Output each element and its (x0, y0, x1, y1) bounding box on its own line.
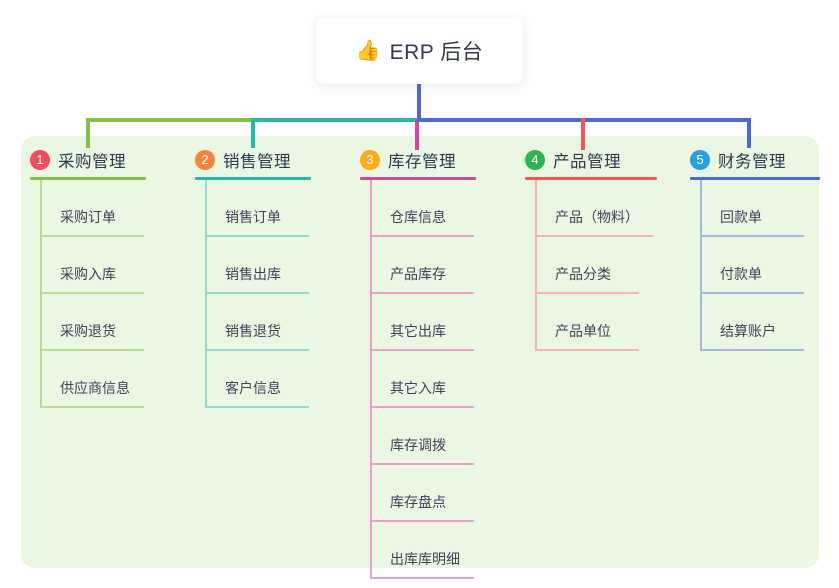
branch-underline (360, 177, 476, 180)
branch-number-badge: 1 (30, 150, 50, 170)
child-node[interactable]: 采购订单 (42, 180, 144, 237)
child-node[interactable]: 库存盘点 (372, 465, 474, 522)
connector-branch1-drop (86, 118, 90, 148)
branch-sales: 2 销售管理 销售订单 销售出库 销售退货 客户信息 (195, 148, 359, 408)
child-node[interactable]: 采购入库 (42, 237, 144, 294)
branch-title-label: 财务管理 (718, 153, 786, 171)
branch-number-badge: 3 (360, 150, 380, 170)
child-node[interactable]: 仓库信息 (372, 180, 474, 237)
connector-branch5-drop (747, 118, 751, 148)
child-node[interactable]: 销售订单 (207, 180, 309, 237)
child-node[interactable]: 结算账户 (702, 294, 804, 351)
branch-number-badge: 5 (690, 150, 710, 170)
child-node[interactable]: 产品单位 (537, 294, 639, 351)
branch-children: 产品（物料） 产品分类 产品单位 (535, 180, 689, 351)
branch-finance-node[interactable]: 5 财务管理 (690, 148, 839, 172)
branch-children: 采购订单 采购入库 采购退货 供应商信息 (40, 180, 194, 408)
child-node[interactable]: 其它入库 (372, 351, 474, 408)
branch-title-label: 销售管理 (223, 153, 291, 171)
branch-purchase-node[interactable]: 1 采购管理 (30, 148, 194, 172)
thumbs-up-icon: 👍 (355, 40, 381, 62)
branch-purchase: 1 采购管理 采购订单 采购入库 采购退货 供应商信息 (30, 148, 194, 408)
branch-product: 4 产品管理 产品（物料） 产品分类 产品单位 (525, 148, 689, 351)
child-node[interactable]: 回款单 (702, 180, 804, 237)
child-node[interactable]: 其它出库 (372, 294, 474, 351)
branch-product-node[interactable]: 4 产品管理 (525, 148, 689, 172)
child-node[interactable]: 产品库存 (372, 237, 474, 294)
branch-underline (30, 177, 146, 180)
branch-underline (690, 177, 820, 180)
branches-panel (21, 136, 819, 568)
connector-root (417, 84, 421, 122)
root-node[interactable]: 👍 ERP 后台 (316, 18, 523, 84)
branch-inventory-node[interactable]: 3 库存管理 (360, 148, 524, 172)
connector-branch4-drop (581, 118, 585, 150)
connector-branch2-drop (251, 118, 255, 148)
child-node[interactable]: 销售出库 (207, 237, 309, 294)
branch-title-label: 产品管理 (553, 153, 621, 171)
branch-title-label: 采购管理 (58, 153, 126, 171)
child-node[interactable]: 出库库明细 (372, 522, 474, 579)
child-node[interactable]: 采购退货 (42, 294, 144, 351)
branch-children: 仓库信息 产品库存 其它出库 其它入库 库存调拨 库存盘点 出库库明细 (370, 180, 524, 579)
child-node[interactable]: 产品分类 (537, 237, 639, 294)
branch-inventory: 3 库存管理 仓库信息 产品库存 其它出库 其它入库 库存调拨 库存盘点 出库库… (360, 148, 524, 579)
branch-sales-node[interactable]: 2 销售管理 (195, 148, 359, 172)
branch-underline (195, 177, 311, 180)
connector-branch2-horizontal (251, 118, 421, 122)
branch-number-badge: 2 (195, 150, 215, 170)
child-node[interactable]: 销售退货 (207, 294, 309, 351)
branch-underline (525, 177, 657, 180)
connector-branch3-drop (415, 120, 419, 150)
child-node[interactable]: 产品（物料） (537, 180, 653, 237)
branch-children: 回款单 付款单 结算账户 (700, 180, 839, 351)
branch-number-badge: 4 (525, 150, 545, 170)
child-node[interactable]: 库存调拨 (372, 408, 474, 465)
root-node-label: ERP 后台 (389, 41, 484, 64)
branch-finance: 5 财务管理 回款单 付款单 结算账户 (690, 148, 839, 351)
branch-title-label: 库存管理 (388, 153, 456, 171)
child-node[interactable]: 客户信息 (207, 351, 309, 408)
child-node[interactable]: 付款单 (702, 237, 804, 294)
branch-children: 销售订单 销售出库 销售退货 客户信息 (205, 180, 359, 408)
child-node[interactable]: 供应商信息 (42, 351, 144, 408)
